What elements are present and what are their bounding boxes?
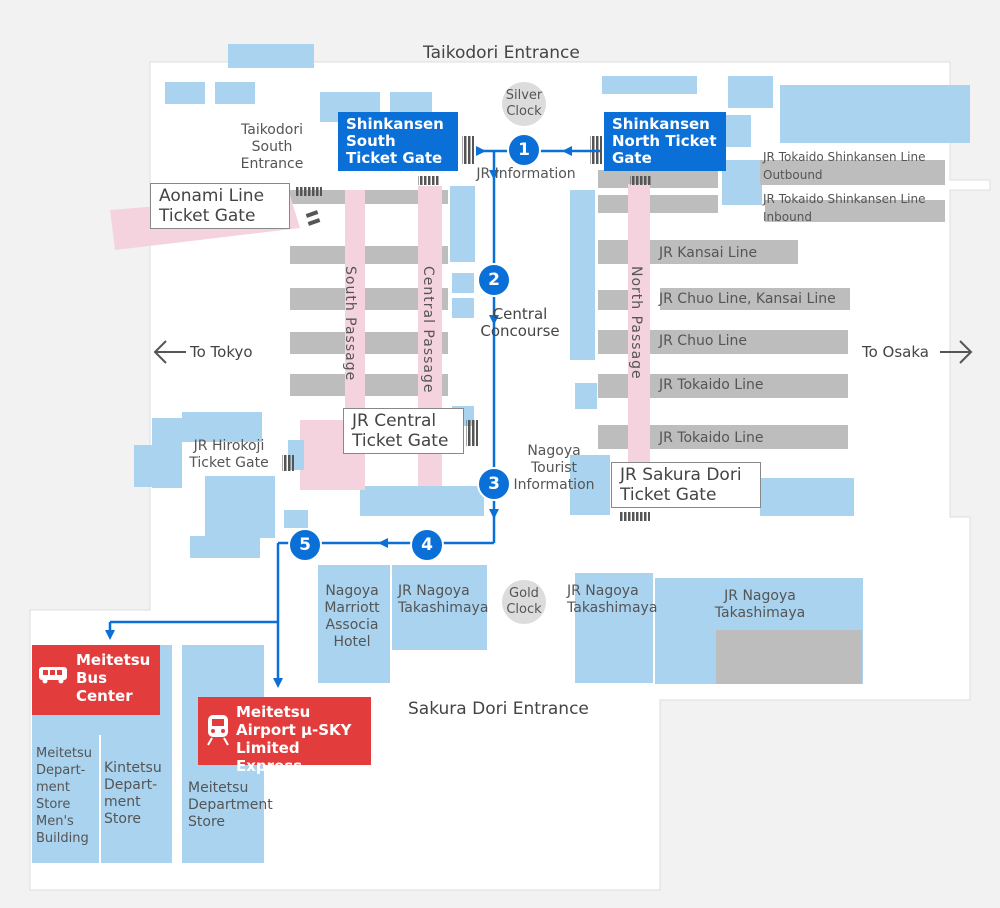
buildings-center [360, 186, 595, 516]
gate-markers [282, 136, 652, 521]
line-shinkansen-inbound-label: JR Tokaido Shinkansen Line Inbound [763, 192, 926, 224]
jr-central-gate-label: JR Central Ticket Gate [352, 411, 449, 451]
buildings-left [134, 412, 308, 558]
bus-icon [39, 667, 67, 684]
line-tokaido-1: JR Tokaido Line [659, 377, 764, 393]
line-shinkansen-inbound: JR Tokaido Shinkansen Line Inbound [763, 190, 933, 226]
shinkansen-south-gate[interactable]: Shinkansen South Ticket Gate [338, 112, 458, 171]
shinkansen-north-gate-label: Shinkansen North Ticket Gate [612, 115, 717, 167]
route-step-1: 1 [507, 133, 541, 167]
gold-clock-label: Gold Clock [506, 586, 542, 617]
taikodori-south-label: Taikodori South Entrance [240, 122, 304, 172]
route-step-5: 5 [288, 528, 322, 562]
arrow-east-icon [940, 340, 973, 364]
takashimaya-label-3: JR Nagoya Takashimaya [714, 588, 806, 621]
airport-express-label: Meitetsu Airport μ-SKY Limited Express [236, 703, 352, 775]
bus-center[interactable]: Meitetsu Bus Center [32, 645, 160, 715]
takashimaya-label-1: JR Nagoya Takashimaya [398, 583, 489, 616]
to-osaka-label: To Osaka [862, 343, 929, 361]
meitetsu-mens-label: Meitetsu Depart-ment Store Men's Buildin… [36, 746, 93, 846]
jr-sakura-dori-gate-label: JR Sakura Dori Ticket Gate [620, 465, 742, 505]
route-arrowheads [105, 146, 572, 688]
south-passage-label: South Passage [342, 266, 358, 382]
takashimaya-label-2: JR Nagoya Takashimaya [567, 583, 658, 616]
train-icon [207, 715, 229, 746]
jr-central-gate[interactable]: JR Central Ticket Gate [343, 408, 464, 454]
line-tokaido-2: JR Tokaido Line [659, 430, 764, 446]
meitetsu-dept-label: Meitetsu Department Store [188, 780, 273, 830]
route-step-4: 4 [410, 528, 444, 562]
gold-clock: Gold Clock [502, 580, 546, 624]
line-chuo-kansai: JR Chuo Line, Kansai Line [659, 291, 836, 307]
north-passage-label: North Passage [628, 266, 644, 380]
route-step-3: 3 [477, 467, 511, 501]
platforms-left [290, 190, 448, 396]
jr-hirokoji-gate-label[interactable]: JR Hirokoji Ticket Gate [189, 438, 269, 471]
marriott-label: Nagoya Marriott Associa Hotel [324, 583, 380, 650]
aonami-gate[interactable]: Aonami Line Ticket Gate [150, 183, 290, 229]
bus-center-label: Meitetsu Bus Center [76, 651, 151, 705]
taikodori-entrance: Taikodori Entrance [423, 43, 580, 63]
line-shinkansen-outbound-label: JR Tokaido Shinkansen Line Outbound [763, 150, 926, 182]
sakura-dori-entrance: Sakura Dori Entrance [408, 699, 589, 719]
shinkansen-north-gate[interactable]: Shinkansen North Ticket Gate [604, 112, 726, 171]
silver-clock: Silver Clock [502, 82, 546, 126]
arrow-west-icon [153, 340, 186, 364]
to-tokyo-label: To Tokyo [190, 343, 253, 361]
takashimaya-annex [716, 630, 862, 684]
central-concourse-label: Central Concourse [480, 305, 560, 340]
tourist-info-label: Nagoya Tourist Information [513, 443, 595, 493]
shinkansen-south-gate-label: Shinkansen South Ticket Gate [346, 115, 444, 167]
line-shinkansen-outbound: JR Tokaido Shinkansen Line Outbound [763, 148, 943, 184]
jr-information-label: JR Information [476, 166, 576, 182]
line-chuo: JR Chuo Line [659, 333, 748, 349]
buildings-top [162, 44, 970, 409]
line-kansai: JR Kansai Line [659, 245, 758, 261]
jr-sakura-dori-gate[interactable]: JR Sakura Dori Ticket Gate [611, 462, 761, 508]
central-passage-label: Central Passage [420, 266, 436, 394]
kintetsu-label: Kintetsu Depart-ment Store [104, 760, 162, 827]
airport-express[interactable]: Meitetsu Airport μ-SKY Limited Express [198, 697, 371, 775]
silver-clock-label: Silver Clock [505, 88, 543, 119]
route-step-2: 2 [477, 263, 511, 297]
aonami-gate-label: Aonami Line Ticket Gate [159, 186, 265, 226]
